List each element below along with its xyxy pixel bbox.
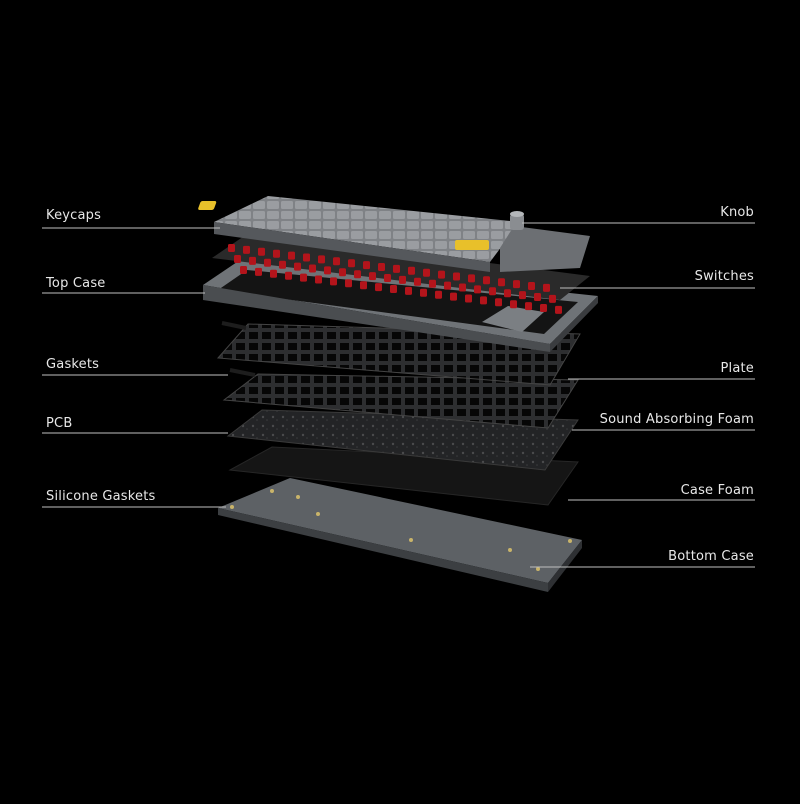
switch-stem-50 [330,277,337,286]
switch-stem-44 [240,266,247,274]
switch-stem-17 [483,276,490,285]
label-silicone-gaskets: Silicone Gaskets [46,489,156,504]
switch-stem-3 [273,249,280,258]
knob-part [510,211,524,230]
switch-stem-29 [339,268,346,277]
switch-stem-60 [480,296,487,305]
switch-stem-10 [378,263,385,271]
switch-stem-58 [450,292,457,301]
switch-stem-16 [468,274,475,283]
switch-stem-43 [549,294,556,303]
switch-stem-34 [414,277,421,286]
switch-stem-61 [495,298,502,307]
switch-stem-11 [393,264,400,273]
switch-stem-1 [243,245,250,254]
label-bottom-case: Bottom Case [668,549,754,564]
switch-stem-15 [453,272,460,281]
switch-stem-48 [300,273,307,282]
switch-stem-42 [534,293,541,301]
switch-stem-22 [234,255,241,263]
switches-layer [212,232,590,314]
label-sound-absorbing-foam: Sound Absorbing Foam [599,412,754,427]
switch-stem-52 [360,281,367,290]
switch-stem-47 [285,271,292,280]
switch-stem-4 [288,251,295,260]
switch-stem-37 [459,283,466,292]
switch-stem-36 [444,281,451,290]
switch-stem-64 [540,304,547,312]
switch-stem-18 [498,278,505,287]
pcb-layer [226,409,579,471]
switch-stem-28 [324,266,331,275]
switch-stem-20 [528,282,535,290]
switch-stem-45 [255,267,262,276]
switch-stem-26 [294,262,301,271]
label-knob: Knob [720,205,754,220]
switch-stem-51 [345,279,352,288]
switch-stem-38 [474,285,481,294]
switch-stem-54 [390,285,397,293]
switch-stem-23 [249,256,256,265]
switch-stem-21 [543,283,550,292]
switch-stem-62 [510,300,517,309]
switch-stem-27 [309,264,316,273]
label-keycaps: Keycaps [46,208,102,223]
label-plate: Plate [720,361,754,376]
switch-stem-6 [318,255,325,264]
label-top-case: Top Case [46,276,106,291]
keycaps-layer [198,196,590,272]
switch-stem-5 [303,253,310,262]
switch-stem-59 [465,294,472,303]
switch-stem-19 [513,280,520,289]
switch-stem-8 [348,259,355,268]
switch-stem-30 [354,270,361,279]
switch-stem-31 [369,272,376,281]
switch-stem-39 [489,287,496,296]
switch-stem-57 [435,290,442,299]
switch-stem-24 [264,258,271,267]
switch-stem-0 [228,244,235,252]
switch-stem-35 [429,279,436,288]
switch-stem-40 [504,289,511,298]
switch-stem-9 [363,261,370,270]
switch-stem-32 [384,274,391,282]
switch-stem-12 [408,266,415,275]
switch-stem-41 [519,291,526,300]
switch-stem-7 [333,257,340,266]
leader-lines [42,222,755,568]
bottom-case-layer [218,478,582,592]
switch-stem-13 [423,268,430,277]
switch-stem-55 [405,286,412,295]
switch-stem-46 [270,269,277,278]
switch-stem-63 [525,302,532,311]
switch-stem-56 [420,288,427,297]
label-gaskets: Gaskets [46,357,100,372]
switch-stem-53 [375,283,382,292]
label-case-foam: Case Foam [680,483,754,498]
switch-stem-14 [438,270,445,279]
switch-stem-65 [555,305,562,314]
switch-stem-25 [279,260,286,269]
label-pcb: PCB [46,416,73,431]
switch-stem-33 [399,275,406,284]
switch-stem-2 [258,247,265,256]
label-switches: Switches [694,269,754,284]
switch-stem-49 [315,275,322,284]
